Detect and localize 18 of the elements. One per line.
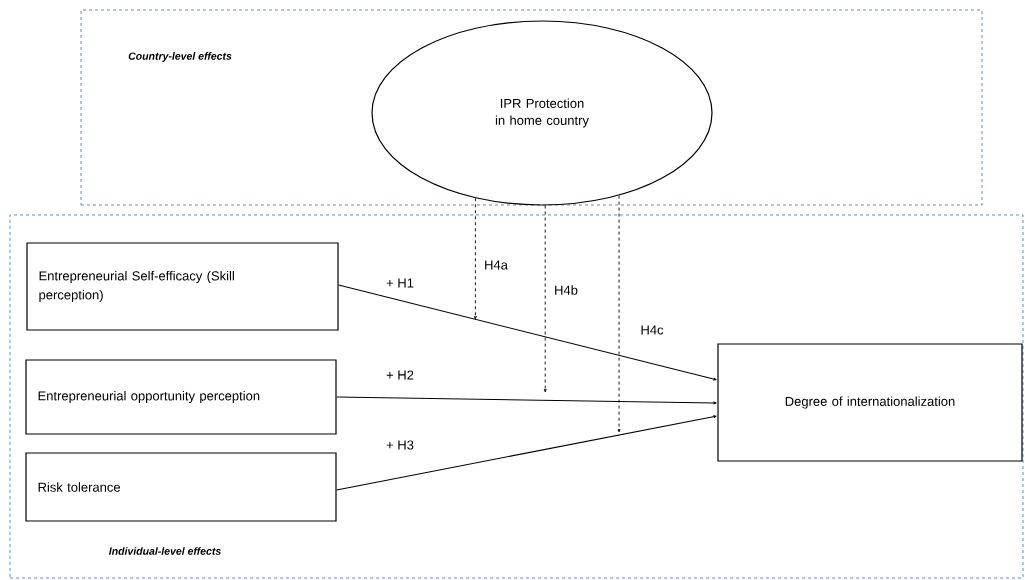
arrow xyxy=(543,205,547,393)
edge-label: H4c xyxy=(639,324,665,336)
arrow xyxy=(473,197,477,320)
text-box: Degree of internationalization xyxy=(717,343,1023,462)
arrow xyxy=(336,415,717,491)
edge-label: + H2 xyxy=(385,369,415,381)
text-box: Entrepreneurial Self-efficacy (Skill perception) xyxy=(26,242,339,331)
region-label: Country-level effects xyxy=(128,52,232,62)
edge-label: H4a xyxy=(483,259,509,271)
region-label: Individual-level effects xyxy=(109,547,221,555)
edge-label: + H3 xyxy=(385,439,415,451)
edge-label: + H1 xyxy=(385,277,415,289)
text-box: Entrepreneurial opportunity perception xyxy=(25,359,337,435)
arrow xyxy=(617,195,621,433)
arrow xyxy=(338,284,717,381)
text-box: Risk tolerance xyxy=(25,452,337,522)
edge-label: H4b xyxy=(553,284,579,296)
arrow xyxy=(336,396,717,405)
